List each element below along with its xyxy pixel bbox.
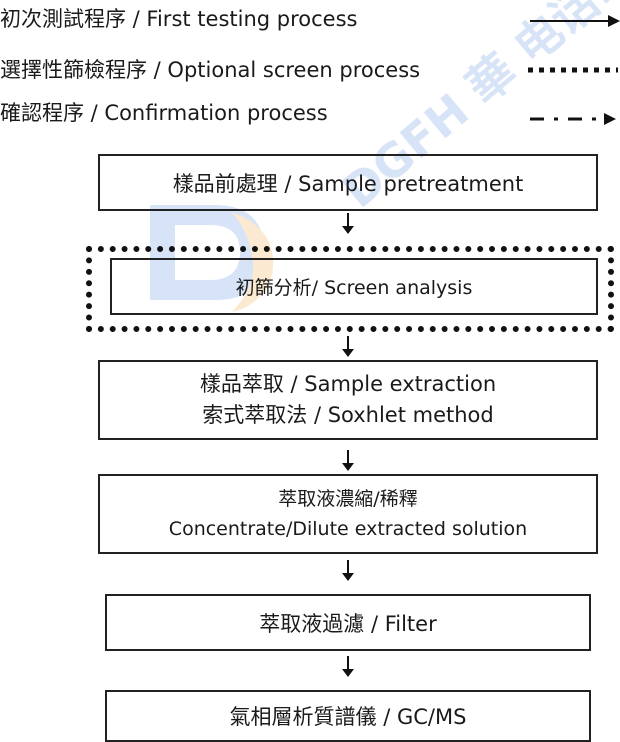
legend-label: 選擇性篩檢程序 / Optional screen process bbox=[0, 58, 421, 82]
sample-extraction-label: 樣品萃取 / Sample extraction bbox=[199, 372, 497, 396]
dash-dot-arrow-icon bbox=[530, 113, 616, 125]
sample-extraction-box: 樣品萃取 / Sample extraction 索式萃取法 / Soxhlet… bbox=[98, 360, 598, 440]
down-arrow-icon bbox=[342, 560, 354, 581]
sample-pretreatment-box: 樣品前處理 / Sample pretreatment bbox=[98, 154, 598, 211]
gcms-box: 氣相層析質譜儀 / GC/MS bbox=[105, 690, 591, 742]
legend-label: 確認程序 / Confirmation process bbox=[0, 101, 328, 125]
filter-box: 萃取液過濾 / Filter bbox=[105, 594, 591, 651]
concentrate-dilute-box: 萃取液濃縮/稀釋 Concentrate/Dilute extracted so… bbox=[98, 474, 598, 554]
filter-label: 萃取液過濾 / Filter bbox=[259, 611, 437, 636]
concentrate-dilute-en-label: Concentrate/Dilute extracted solution bbox=[168, 518, 528, 540]
legend-optional-screen: 選擇性篩檢程序 / Optional screen process bbox=[0, 52, 620, 88]
down-arrow-icon bbox=[342, 336, 354, 357]
sample-pretreatment-label: 樣品前處理 / Sample pretreatment bbox=[172, 171, 524, 196]
concentrate-dilute-zh-label: 萃取液濃縮/稀釋 bbox=[278, 488, 418, 510]
screen-analysis-label: 初篩分析/ Screen analysis bbox=[235, 277, 473, 299]
legend-first-testing: 初次測試程序 / First testing process bbox=[0, 1, 620, 37]
gcms-label: 氣相層析質譜儀 / GC/MS bbox=[229, 705, 467, 729]
down-arrow-icon bbox=[342, 450, 354, 471]
dotted-line-icon bbox=[528, 67, 618, 73]
soxhlet-method-label: 索式萃取法 / Soxhlet method bbox=[202, 403, 494, 427]
legend-label: 初次測試程序 / First testing process bbox=[0, 7, 358, 31]
screen-analysis-box: 初篩分析/ Screen analysis bbox=[110, 258, 598, 315]
legend-confirmation: 確認程序 / Confirmation process bbox=[0, 95, 620, 131]
down-arrow-icon bbox=[342, 656, 354, 677]
solid-arrow-icon bbox=[530, 15, 620, 27]
down-arrow-icon bbox=[342, 213, 354, 234]
optional-screen-frame bbox=[86, 246, 614, 332]
